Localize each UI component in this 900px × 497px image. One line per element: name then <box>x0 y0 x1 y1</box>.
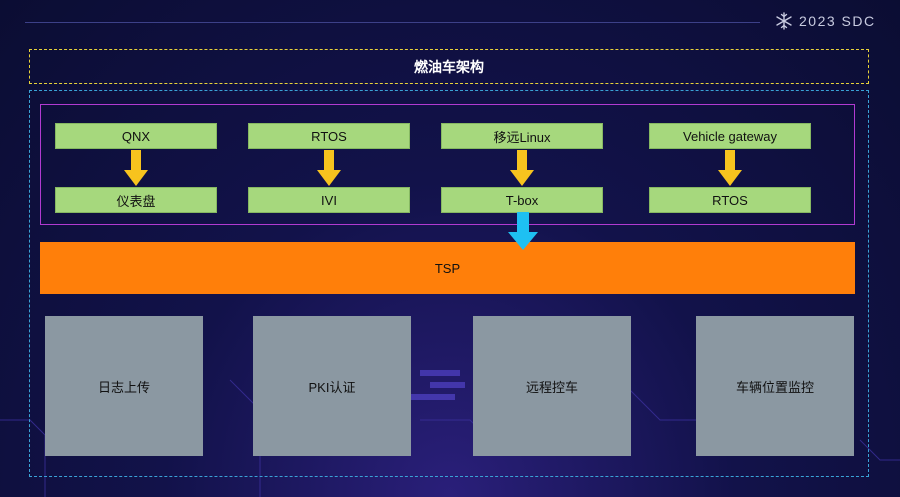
service-vehicle-location: 车辆位置监控 <box>696 316 854 456</box>
header-divider-line <box>25 22 760 23</box>
brand-logo: 2023 SDC <box>775 12 876 30</box>
module-label: QNX <box>121 128 151 144</box>
service-remote-control: 远程控车 <box>473 316 631 456</box>
service-label: 日志上传 <box>97 379 150 395</box>
module-tbox: T-box <box>441 187 603 213</box>
down-arrow-icon <box>317 150 341 186</box>
module-vehicle-gateway: Vehicle gateway <box>649 123 811 149</box>
down-arrow-icon <box>718 150 742 186</box>
tsp-label: TSP <box>434 260 461 276</box>
down-arrow-icon <box>124 150 148 186</box>
background-circuit-decoration <box>0 370 900 497</box>
service-label: 车辆位置监控 <box>735 379 814 395</box>
service-label: 远程控车 <box>525 379 578 395</box>
service-log-upload: 日志上传 <box>45 316 203 456</box>
module-label: Vehicle gateway <box>683 128 777 144</box>
brand-text: 2023 SDC <box>799 13 876 29</box>
module-label: RTOS <box>712 192 748 208</box>
vehicle-modules-frame <box>40 104 855 225</box>
down-arrow-icon <box>508 212 538 250</box>
module-label: IVI <box>321 192 337 208</box>
module-rtos-gateway: RTOS <box>649 187 811 213</box>
module-qnx: QNX <box>55 123 217 149</box>
module-label: 仪表盘 <box>116 193 156 209</box>
module-ivi: IVI <box>248 187 410 213</box>
diagram-title: 燃油车架构 <box>414 58 484 75</box>
down-arrow-icon <box>510 150 534 186</box>
tsp-platform-bar: TSP <box>40 242 855 294</box>
title-box: 燃油车架构 <box>29 49 869 84</box>
snowflake-icon <box>776 12 792 30</box>
architecture-outer-frame <box>29 90 869 477</box>
module-rtos-os: RTOS <box>248 123 410 149</box>
service-pki-auth: PKI认证 <box>253 316 411 456</box>
module-instrument-cluster: 仪表盘 <box>55 187 217 213</box>
module-quectel-linux: 移远Linux <box>441 123 603 149</box>
service-label: PKI认证 <box>308 379 356 395</box>
module-label: 移远Linux <box>493 129 551 145</box>
module-label: RTOS <box>311 128 347 144</box>
module-label: T-box <box>505 192 539 208</box>
